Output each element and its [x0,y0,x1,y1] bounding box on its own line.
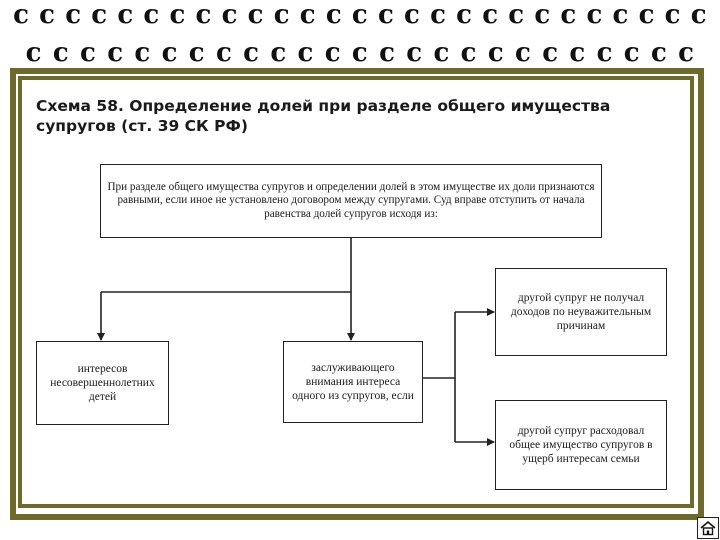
ring-binding-icon: c [430,0,446,30]
ring-binding-icon: c [91,0,108,30]
ring-binding-icon: c [297,38,314,68]
ring-binding-icon: c [247,0,264,30]
ring-binding-icon: c [456,0,473,30]
main-condition-text: При разделе общего имущества супругов и … [107,180,595,220]
no-income-box: другой супруг не получал доходов по неув… [495,268,667,356]
ring-binding-icon: c [569,38,586,68]
diagram-title: Схема 58. Определение долей при разделе … [36,97,611,135]
ring-binding-icon: c [623,38,640,68]
ring-binding-icon: c [117,0,134,30]
ring-binding-icon: c [351,0,368,30]
wasted-property-text: другой супруг расходовал общее имущество… [509,425,653,465]
ring-binding-icon: c [596,38,613,68]
ring-binding-icon: c [542,38,559,68]
ring-binding-icon: c [482,0,499,30]
ring-binding-icon: c [161,38,178,68]
children-interest-text: интересов несовершеннолетних детей [50,363,155,403]
no-income-text: другой супруг не получал доходов по неув… [510,292,652,332]
ring-binding-icon: c [273,0,290,30]
ring-binding-icon: c [107,38,124,68]
ring-binding-icon: c [433,38,450,68]
ring-binding-icon: c [377,0,394,30]
ring-binding-icon: c [487,38,504,68]
ring-binding-icon: c [221,0,238,30]
home-icon[interactable] [697,517,719,539]
ring-binding-icon: c [143,0,160,30]
ring-binding-icon: c [80,38,96,68]
ring-binding-icon: c [650,38,667,68]
ring-binding-icon: c [13,0,29,30]
ring-binding-icon: c [65,0,82,30]
ring-binding-icon: c [638,0,655,30]
ring-binding-icon: c [25,38,42,68]
ring-binding-icon: c [188,38,205,68]
ring-binding-icon: c [270,38,287,68]
ring-binding-icon: c [134,38,151,68]
ring-binding-icon: c [169,0,186,30]
wasted-property-box: другой супруг расходовал общее имущество… [495,400,667,490]
ring-binding-icon: c [299,0,316,30]
home-icon-glyph [700,520,716,536]
ring-binding-icon: c [664,0,681,30]
main-condition-box: При разделе общего имущества супругов и … [100,164,602,238]
ring-binding-icon: c [612,0,629,30]
ring-binding-icon: c [586,0,603,30]
ring-binding-icon: c [52,38,69,68]
ring-binding-icon: c [325,0,342,30]
ring-binding-icon: c [406,38,423,68]
ring-binding-icon: c [534,0,551,30]
spouse-interest-text: заслуживающего внимания интереса одного … [292,362,414,402]
ring-binding-icon: c [678,38,695,68]
ring-binding-icon: c [515,38,531,68]
ring-binding-icon: c [324,38,341,68]
children-interest-box: интересов несовершеннолетних детей [36,341,169,425]
ring-binding-icon: c [243,38,260,68]
ring-binding-icon: c [460,38,477,68]
ring-binding-icon: c [690,0,707,30]
ring-binding-icon: c [39,0,56,30]
ring-binding-icon: c [560,0,577,30]
ring-binding-icon: c [351,38,368,68]
ring-binding-icon: c [195,0,212,30]
ring-binding-icon: c [404,0,420,30]
slide-frame-inner [18,76,694,508]
ring-binding-icon: c [508,0,525,30]
ring-binding-icon: c [215,38,232,68]
ring-binding-icon: c [379,38,395,68]
spouse-interest-box: заслуживающего внимания интереса одного … [283,341,423,423]
